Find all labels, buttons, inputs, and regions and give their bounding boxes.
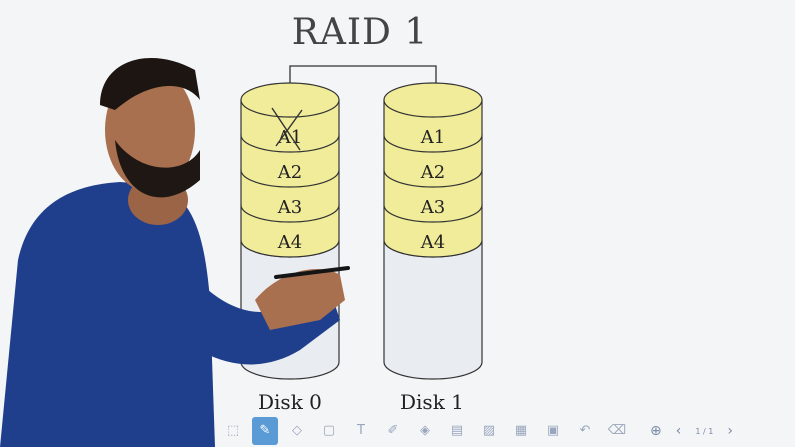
undo-icon: ↶ [579, 422, 591, 438]
note-tool-button[interactable]: ▣ [540, 417, 566, 445]
clear-icon: ⌫ [607, 422, 627, 438]
marker-pen [274, 266, 350, 279]
shape-icon: ▢ [322, 422, 336, 438]
disk-1-label: Disk 1 [400, 390, 464, 414]
disk-0-label: Disk 0 [258, 390, 322, 414]
presenter-arm [160, 250, 340, 365]
clear-tool-button[interactable]: ⌫ [604, 417, 630, 445]
add-page-icon[interactable]: ⊕ [650, 423, 662, 439]
insert-icon: ▤ [450, 422, 464, 438]
select-tool-button[interactable]: ⬚ [220, 417, 246, 445]
table-tool-button[interactable]: ▦ [508, 417, 534, 445]
disk-1-top-cap [383, 82, 483, 118]
pen-tool-button[interactable]: ✎ [252, 416, 278, 445]
page-indicator: 1 / 1 [695, 426, 714, 436]
next-page-icon[interactable]: › [727, 423, 733, 439]
disk-1-block-label: A3 [420, 197, 445, 218]
undo-tool-button[interactable]: ↶ [572, 417, 598, 445]
whiteboard-toolbar: ⬚ ✎ ◇ ▢ T ✐ ◈ ▤ ▨ ▦ ▣ ↶ ⌫ [210, 414, 795, 447]
presenter-body [0, 182, 215, 447]
highlighter-icon: ✐ [387, 422, 399, 438]
text-tool-button[interactable]: T [348, 417, 374, 445]
failed-block-cross-mark [271, 107, 303, 151]
select-icon: ⬚ [226, 422, 240, 438]
highlighter-tool-button[interactable]: ✐ [380, 417, 406, 445]
text-icon: T [357, 422, 365, 438]
shape-tool-button[interactable]: ▢ [316, 417, 342, 445]
fill-tool-button[interactable]: ◈ [412, 417, 438, 445]
disk-0-top-cap [240, 82, 340, 118]
table-icon: ▦ [514, 422, 528, 438]
note-icon: ▣ [546, 422, 560, 438]
diagram-title: RAID 1 [291, 12, 429, 53]
image-tool-button[interactable]: ▨ [476, 417, 502, 445]
disk-1-block-label: A1 [420, 127, 445, 148]
mirror-connector [289, 65, 437, 98]
disk-1-block-label: A4 [420, 232, 445, 253]
fill-icon: ◈ [420, 422, 430, 438]
disk-0-block-label: A2 [277, 162, 302, 183]
image-icon: ▨ [482, 422, 496, 438]
eraser-icon: ◇ [292, 422, 302, 438]
disk-0-block-label: A3 [277, 197, 302, 218]
disk-0-block-label: A4 [277, 232, 302, 253]
presenter-hair [100, 57, 200, 110]
prev-page-icon[interactable]: ‹ [675, 423, 682, 439]
presenter-beard [115, 140, 200, 198]
page-navigation: ⊕ ‹ 1 / 1 › [650, 418, 733, 444]
presenter-hand [255, 268, 345, 330]
disk-1-block-label: A2 [420, 162, 445, 183]
eraser-tool-button[interactable]: ◇ [284, 417, 310, 445]
pen-icon: ✎ [259, 422, 271, 438]
insert-tool-button[interactable]: ▤ [444, 417, 470, 445]
